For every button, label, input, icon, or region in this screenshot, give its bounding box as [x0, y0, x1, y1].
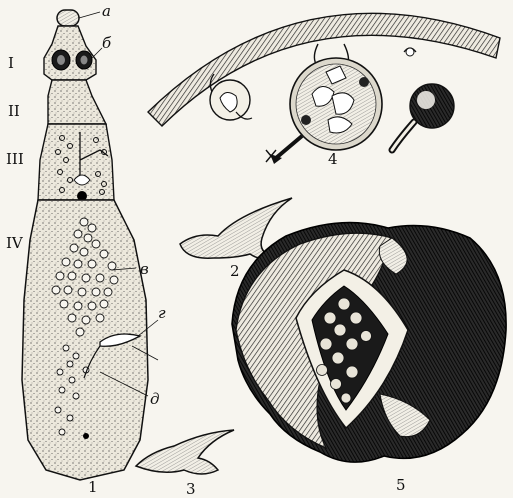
- label-b: б: [102, 34, 112, 52]
- label-segment-I: I: [8, 54, 14, 72]
- label-figure-1: 1: [88, 478, 98, 496]
- label-figure-3: 3: [186, 480, 196, 498]
- segment-II: [48, 80, 106, 124]
- figure-4-cysts: [148, 13, 500, 164]
- label-v: в: [140, 260, 149, 278]
- scolex-tip: [57, 10, 79, 26]
- label-d: д: [150, 390, 160, 408]
- figure-1-worm: [22, 10, 158, 480]
- label-segment-II: II: [8, 102, 20, 120]
- segment-III: [38, 124, 114, 200]
- label-figure-5: 5: [396, 476, 406, 494]
- figure-5-nodule: [232, 223, 506, 463]
- label-a: a: [102, 2, 111, 20]
- label-segment-IV: IV: [6, 234, 24, 252]
- figure-3-hook: [136, 430, 234, 474]
- cyst-stalk-arrow: [276, 136, 302, 158]
- label-figure-4: 4: [328, 150, 338, 168]
- label-g: г: [158, 304, 166, 322]
- label-segment-III: III: [6, 150, 24, 168]
- label-figure-2: 2: [230, 262, 240, 280]
